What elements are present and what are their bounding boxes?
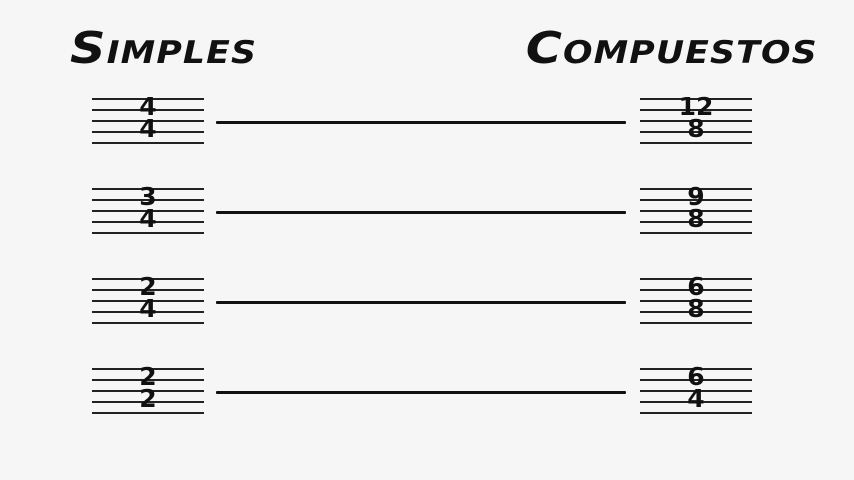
compound-denominator: 8 [687,294,705,323]
connector-line [216,121,626,124]
compound-numerator: 9 [687,182,705,211]
simple-heading: Simples [70,23,258,74]
compound-heading: Compuestos [525,23,818,74]
compound-denominator: 8 [687,204,705,233]
compound-time-signature: 9 8 [640,182,752,233]
compound-denominator: 4 [687,384,705,413]
connector-line [216,391,626,394]
simple-time-signature: 2 4 [92,272,204,323]
compound-staff: 9 8 [640,182,752,236]
compound-staff: 6 4 [640,362,752,416]
connector-line [216,211,626,214]
compound-denominator: 8 [687,114,705,143]
compound-time-signature: 12 8 [640,92,752,143]
simple-numerator: 2 [139,362,157,391]
simple-time-signature: 4 4 [92,92,204,143]
simple-numerator: 4 [139,92,157,121]
compound-staff: 12 8 [640,92,752,146]
simple-denominator: 4 [139,114,157,143]
simple-denominator: 4 [139,294,157,323]
simple-denominator: 2 [139,384,157,413]
simple-time-signature: 2 2 [92,362,204,413]
simple-staff: 2 4 [92,272,204,326]
compound-time-signature: 6 8 [640,272,752,323]
compound-numerator: 6 [687,272,705,301]
simple-denominator: 4 [139,204,157,233]
simple-staff: 4 4 [92,92,204,146]
simple-staff: 3 4 [92,182,204,236]
simple-staff: 2 2 [92,362,204,416]
pair-row: 4 4 12 8 [0,92,854,148]
compound-staff: 6 8 [640,272,752,326]
compound-numerator: 6 [687,362,705,391]
pair-row: 2 2 6 4 [0,362,854,418]
simple-numerator: 3 [139,182,157,211]
pair-row: 2 4 6 8 [0,272,854,328]
connector-line [216,301,626,304]
compound-numerator: 12 [678,92,714,121]
simple-time-signature: 3 4 [92,182,204,233]
compound-time-signature: 6 4 [640,362,752,413]
pair-row: 3 4 9 8 [0,182,854,238]
simple-numerator: 2 [139,272,157,301]
